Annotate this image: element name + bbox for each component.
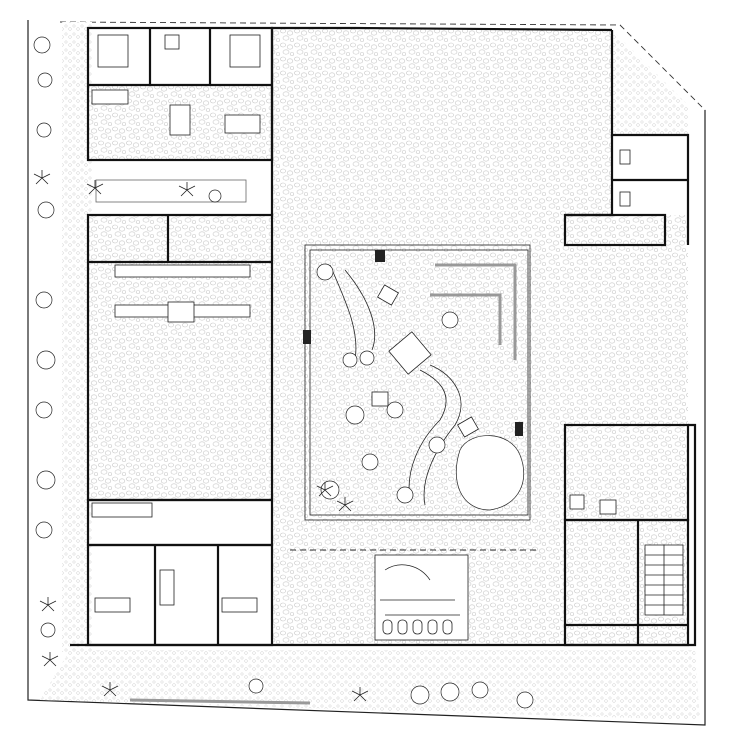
shrub-icon [33,36,534,709]
bed-icon [97,34,129,68]
desk-icon [569,494,585,510]
courtyard [303,244,531,521]
bed-icon [229,34,261,68]
planter [374,554,469,641]
site-boundary [27,20,706,726]
shrub-icon [316,263,459,504]
gravel-right-strip [612,30,688,135]
landscaping [33,36,534,709]
toilet-icon [164,34,180,50]
stair-icon [644,544,684,616]
desk-icon [221,597,258,613]
desk-icon [159,569,175,606]
tree-icon [456,435,524,511]
table-icon [169,104,191,136]
toilet-icon [619,191,631,207]
gravel-bottom-strip [40,650,700,720]
furniture [91,34,684,616]
sofa-icon [224,114,261,134]
palm-icon [33,170,369,702]
toilet-icon [619,149,631,165]
desk-icon [599,499,617,515]
walls [70,26,697,647]
desk-icon [94,597,131,613]
